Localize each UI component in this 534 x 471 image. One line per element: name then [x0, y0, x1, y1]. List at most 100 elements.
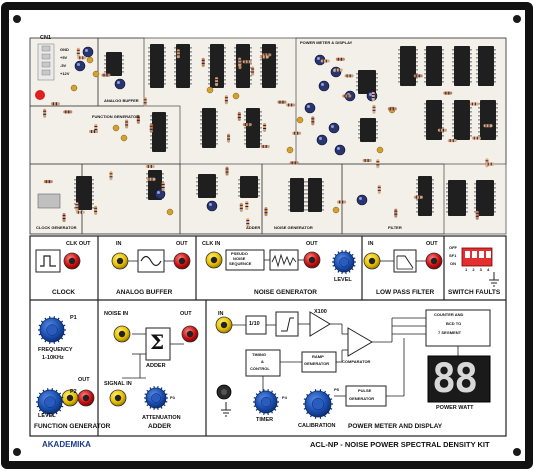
noise-level-knob[interactable]	[332, 250, 356, 274]
resistor	[251, 66, 255, 76]
sf1-label: SF1	[449, 253, 457, 258]
fg-out-label: OUT	[78, 377, 90, 383]
buffer-out-socket[interactable]	[173, 252, 191, 270]
pin-gnd-label: GND	[60, 47, 69, 52]
pin-neg5v-label: -5V	[60, 63, 67, 68]
resistor	[109, 171, 113, 181]
resistor	[260, 144, 270, 148]
ic-chip	[478, 100, 498, 140]
pin-5v-label: +5V	[60, 55, 68, 60]
display-digits: 88	[432, 356, 478, 402]
ic-chip	[244, 108, 262, 148]
pcb-analog-buffer-label: ANALOG BUFFER	[104, 98, 139, 103]
adder-title: ADDER	[148, 423, 172, 430]
pulse-label-2: GENERATOR	[349, 396, 375, 401]
resistor	[201, 57, 205, 67]
resistor	[259, 55, 269, 59]
pcb-clock-generator-label: CLOCK GENERATOR	[36, 225, 77, 230]
timing-label-3: CONTROL	[250, 366, 270, 371]
switch-faults-title: SWITCH FAULTS	[448, 289, 501, 296]
adder-noise-in-socket[interactable]	[113, 325, 131, 343]
noise-in-label: NOISE IN	[104, 311, 129, 317]
power-meter-title: POWER METER AND DISPLAY	[348, 423, 443, 430]
ceramic-capacitor	[92, 70, 100, 78]
lpf-in-socket[interactable]	[363, 252, 381, 270]
resistor	[215, 77, 219, 87]
resistor	[344, 74, 354, 78]
pcb-power-meter-label: POWER METER & DISPLAY	[300, 40, 353, 45]
ic-chip	[476, 46, 496, 86]
pm-in-label: IN	[218, 311, 224, 317]
resistor	[63, 110, 73, 114]
ic-chip	[416, 176, 434, 216]
capacitor	[114, 78, 126, 90]
level-knob[interactable]	[36, 388, 64, 416]
sf-on-label: ON	[450, 261, 456, 266]
pcb-function-generator-label: FUNCTION GENERATOR	[92, 114, 139, 119]
attenuation-label: ATTENUATION	[142, 415, 181, 421]
ic-chip	[74, 176, 94, 210]
calibration-knob[interactable]	[303, 389, 333, 419]
resistor	[413, 195, 423, 199]
resistor	[77, 56, 87, 60]
resistor	[94, 205, 98, 215]
resistor	[101, 73, 111, 77]
resistor	[289, 161, 299, 165]
ic-chip	[238, 176, 260, 198]
buffer-in-socket[interactable]	[111, 252, 129, 270]
capacitor	[74, 60, 86, 72]
resistor	[447, 139, 457, 143]
resistor	[89, 130, 99, 134]
counter-label-2: BCD TO	[446, 321, 462, 326]
adder-out-socket[interactable]	[181, 325, 199, 343]
resistor	[149, 123, 153, 133]
ic-chip	[208, 44, 226, 88]
power-led	[35, 90, 45, 100]
frequency-range-label: 1-10KHz	[42, 355, 64, 361]
capacitor	[318, 80, 330, 92]
ground-symbol-faults	[489, 272, 499, 287]
timer-knob[interactable]	[253, 389, 279, 415]
resistor	[337, 200, 347, 204]
clock-out-socket[interactable]	[63, 252, 81, 270]
pcb-filter-label: FILTER	[388, 225, 402, 230]
resistor	[342, 94, 352, 98]
fg-out-socket-2[interactable]	[61, 389, 79, 407]
analog-buffer-title: ANALOG BUFFER	[116, 289, 173, 296]
noise-generator-title: NOISE GENERATOR	[254, 289, 317, 296]
resistor	[245, 201, 249, 211]
resistor	[238, 57, 242, 67]
resistor	[50, 102, 60, 106]
low-pass-filter-title: LOW PASS FILTER	[376, 289, 435, 296]
fg-out-socket[interactable]	[77, 389, 95, 407]
ramp-label-2: GENERATOR	[304, 361, 330, 366]
ic-chip	[306, 178, 324, 212]
timing-label-2: &	[261, 359, 264, 364]
ic-chip	[174, 44, 192, 88]
ic-chip	[104, 52, 124, 76]
attenuation-knob[interactable]	[144, 386, 168, 410]
frequency-knob[interactable]	[38, 316, 66, 344]
clk-out-label: CLK OUT	[66, 241, 91, 247]
noise-clk-in-socket[interactable]	[205, 251, 223, 269]
fg-level-label: LEVEL	[38, 413, 56, 419]
resistor	[242, 60, 252, 64]
resistor	[246, 218, 250, 228]
pcb-noise-generator-label: NOISE GENERATOR	[274, 225, 313, 230]
resistor	[475, 210, 479, 220]
noise-level-label: LEVEL	[334, 277, 352, 283]
resistor	[43, 180, 53, 184]
clock-title: CLOCK	[52, 289, 76, 296]
pm-in-socket[interactable]	[215, 316, 233, 334]
resistor	[413, 74, 423, 78]
sf-off-label: OFF	[449, 245, 457, 250]
p2-label: P2	[70, 389, 77, 395]
lpf-out-socket[interactable]	[425, 252, 443, 270]
resistor	[263, 122, 267, 132]
counter-label-3: 7 SEGMENT	[438, 330, 462, 335]
adder-out-label: OUT	[180, 311, 192, 317]
noise-out-label: OUT	[306, 241, 318, 247]
resistor	[311, 116, 315, 126]
noise-out-socket[interactable]	[303, 251, 321, 269]
adder-signal-in-socket[interactable]	[109, 389, 127, 407]
